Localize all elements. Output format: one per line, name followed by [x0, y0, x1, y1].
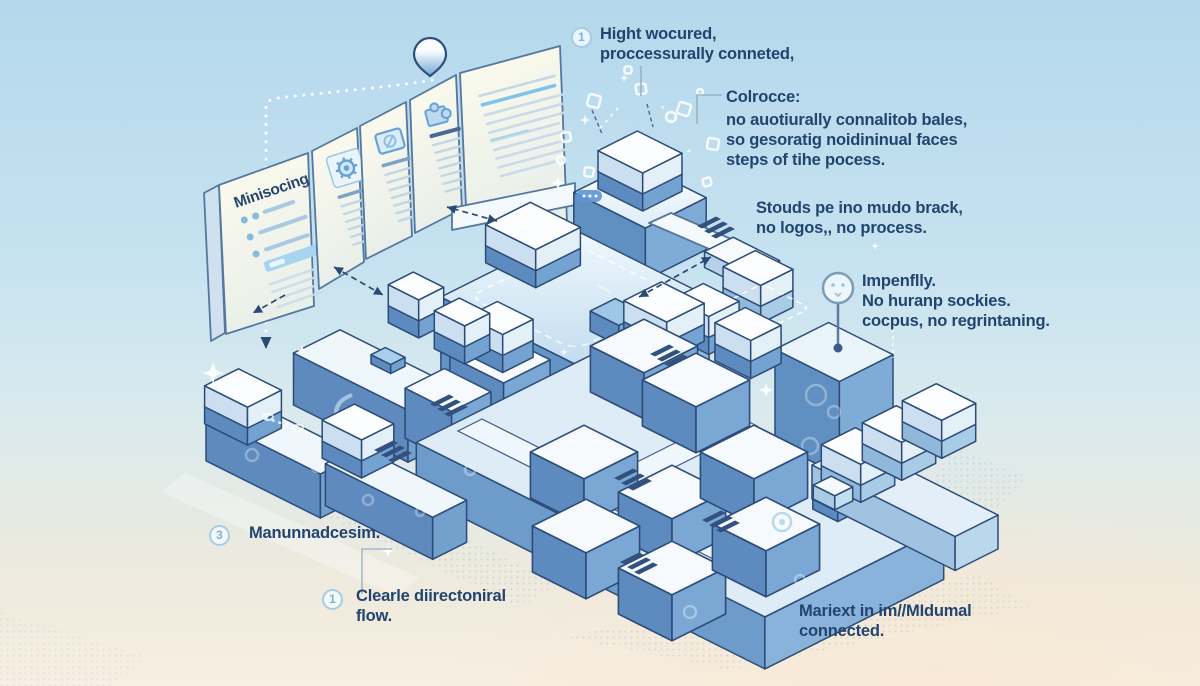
note-manunnadcesim: Manunnadcesim.: [249, 524, 381, 542]
note-stouds: Stouds pe ino mudo brack, no logos,, no …: [756, 199, 963, 238]
sparkle-icon: [551, 176, 565, 190]
number-badge-icon: 1: [571, 27, 592, 48]
chevron-ramp-icon: [620, 552, 658, 575]
chevron-ramp-icon: [697, 216, 735, 239]
chevron-ramp-icon: [614, 468, 652, 491]
puzzle-icon: [424, 102, 452, 127]
number-badge-icon: 1: [322, 589, 343, 610]
conveyor-bars: [203, 368, 468, 561]
chevron-ramp-icon: [430, 394, 468, 417]
note-top-process: Hight wocured, proccessurally conneted,: [600, 25, 795, 64]
panel-cards: Minisocing: [203, 45, 579, 342]
card-puzzle: [409, 74, 475, 234]
chevron-ramp-icon: [650, 344, 688, 367]
note-impenflly: Impenflly. No huranp sockies. cocpus, no…: [862, 272, 1050, 331]
sparkle-icon: [759, 383, 773, 397]
teardrop-pin-icon: [412, 36, 448, 78]
dotted-route: [260, 36, 448, 349]
dashed-arrows: [252, 205, 712, 314]
card-chat: [359, 101, 428, 260]
sparkle-icon: [382, 545, 394, 557]
number-badge-icon: 3: [209, 525, 230, 546]
note-clear-flow: Clearle diirectoniral flow.: [356, 587, 506, 626]
sparkle-icon: [580, 115, 590, 125]
chevron-ramp-icon: [702, 510, 740, 533]
ghost-slot: [716, 285, 808, 331]
sparkle-icon: [560, 348, 568, 356]
sparkle-icon: [871, 242, 879, 250]
sparkle-icon: [202, 362, 224, 384]
chat-icon: [374, 127, 406, 155]
sparkle-icon: [297, 345, 307, 355]
note-colrocce: Colrocce: no auotiurally connalitob bale…: [726, 88, 968, 170]
card-minisocing: Minisocing: [218, 152, 333, 335]
sparkles: [202, 74, 879, 557]
chat-pill-icon: [576, 190, 602, 202]
note-connected: Mariext in im//MIdumal connected.: [799, 602, 972, 641]
stair-cubes: [811, 382, 999, 572]
sparkle-icon: [620, 74, 628, 82]
connector-lines: [361, 66, 722, 594]
location-pin-icon: [821, 271, 855, 353]
chevron-ramp-icon: [374, 440, 412, 463]
top-pedestal: [451, 130, 794, 325]
card-lines: [459, 45, 579, 223]
